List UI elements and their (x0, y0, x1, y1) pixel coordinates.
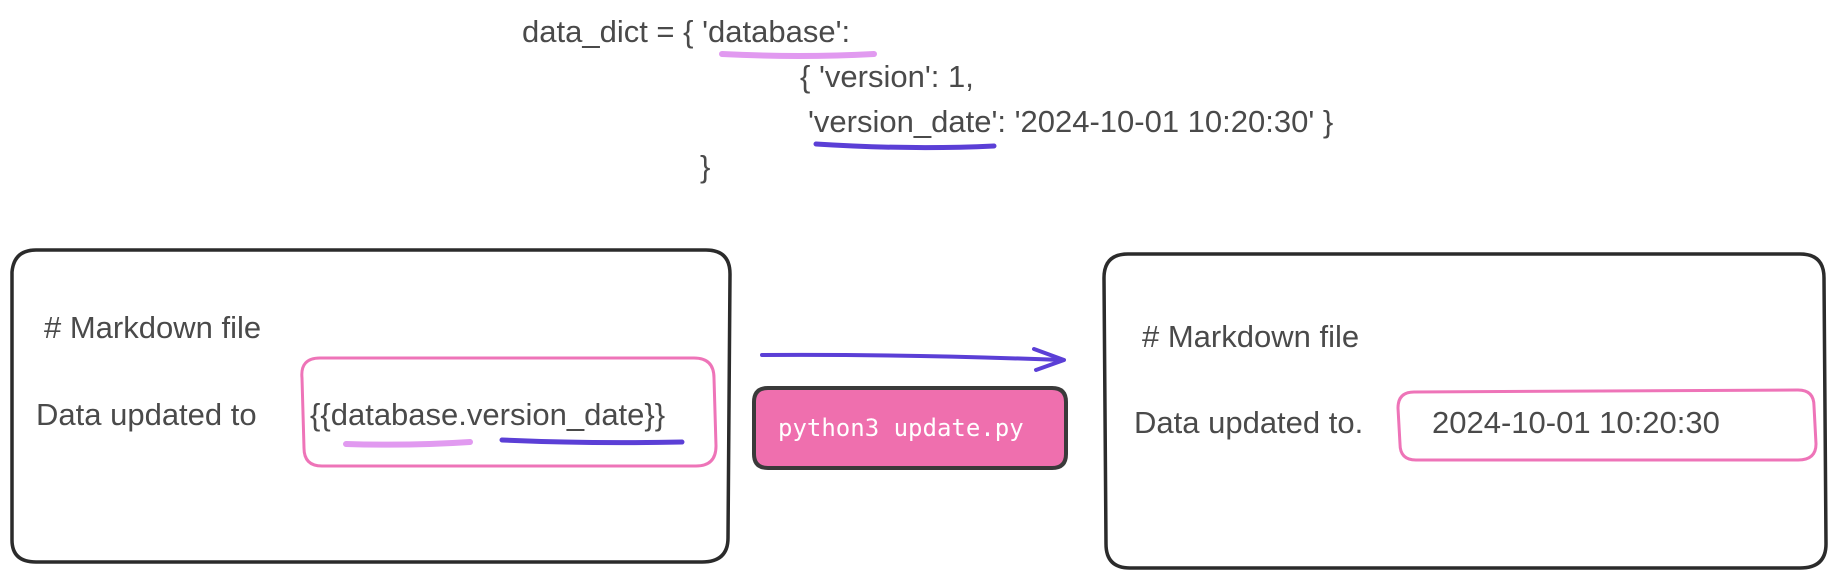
code-prefix: data_dict = { (522, 14, 703, 49)
command-button-shape (752, 386, 1068, 470)
command-label: python3 update.py (778, 414, 1024, 442)
value-highlight-box (1396, 388, 1818, 462)
template-database-underline (343, 439, 473, 448)
template-expression: {{database.version_date}} (310, 399, 665, 430)
arrow-head (1032, 347, 1066, 372)
template-field: version_date (466, 397, 645, 432)
template-highlight-box (300, 356, 718, 468)
version-date-key-underline (813, 141, 997, 151)
template-open: {{ (310, 397, 331, 432)
code-line-2: { 'version': 1, (800, 59, 974, 94)
code-line-4: } (700, 149, 711, 184)
rendered-value: 2024-10-01 10:20:30 (1432, 405, 1720, 440)
left-label: Data updated to (36, 397, 257, 432)
right-heading: # Markdown file (1142, 319, 1360, 354)
database-key: 'database' (702, 14, 842, 49)
template-field-underline (499, 437, 685, 446)
left-heading: # Markdown file (44, 310, 262, 345)
code-quote: ' (808, 104, 814, 139)
version-date-key: version_date (813, 104, 992, 139)
template-close: }} (644, 397, 666, 432)
right-document-box (1102, 252, 1828, 570)
code-colon: : (841, 14, 851, 49)
code-line-3-rest: ': '2024-10-01 10:20:30' } (991, 104, 1334, 139)
database-key-underline (719, 51, 877, 59)
code-line-3: 'version_date': '2024-10-01 10:20:30' } (808, 106, 1333, 137)
code-line-1: data_dict = { 'database': (522, 16, 850, 47)
template-database: database (330, 397, 459, 432)
template-dot: . (458, 397, 467, 432)
left-document-box (10, 248, 732, 564)
right-label: Data updated to. (1134, 405, 1364, 440)
transform-arrow (760, 352, 1064, 362)
